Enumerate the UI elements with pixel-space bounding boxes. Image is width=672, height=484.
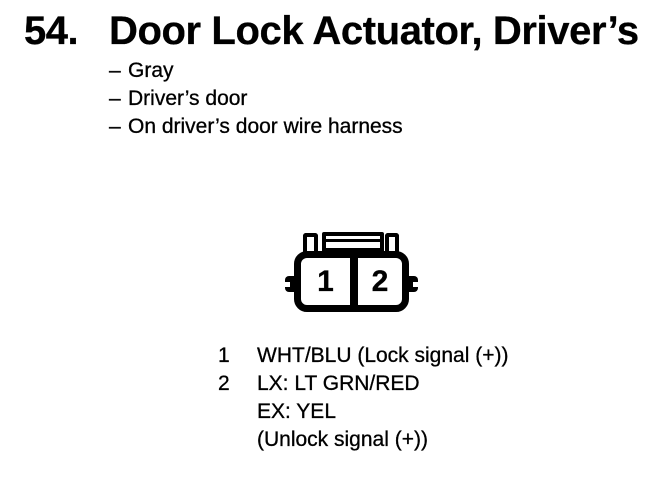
legend-row: 2 LX: LT GRN/RED — [218, 370, 508, 398]
legend-pin-number — [218, 426, 257, 454]
legend-wire-label: LX: LT GRN/RED — [257, 372, 420, 395]
legend-wire-label: (Unlock signal (+)) — [257, 428, 428, 451]
connector-side-lug-left — [285, 276, 295, 292]
connector-tab-left — [303, 233, 318, 253]
legend-row: EX: YEL — [218, 398, 508, 426]
legend-wire-label: WHT/BLU (Lock signal (+)) — [257, 344, 509, 367]
item-number: 54. — [24, 9, 79, 53]
note-item: – On driver’s door wire harness — [109, 113, 403, 141]
connector-side-lug-right-notch — [413, 282, 418, 287]
page-title: Door Lock Actuator, Driver’s — [109, 9, 639, 53]
note-item: – Driver’s door — [109, 85, 403, 113]
legend-row: (Unlock signal (+)) — [218, 426, 508, 454]
pin-number-2: 2 — [371, 264, 389, 298]
pin-legend: 1 WHT/BLU (Lock signal (+)) 2 LX: LT GRN… — [218, 342, 509, 454]
note-text: Gray — [128, 59, 174, 82]
note-item: – Gray — [109, 57, 403, 85]
note-text: Driver’s door — [128, 87, 248, 110]
note-dash: – — [109, 59, 121, 82]
legend-row: 1 WHT/BLU (Lock signal (+)) — [218, 342, 509, 370]
pin-number-1: 1 — [317, 264, 334, 298]
legend-pin-number: 1 — [218, 344, 230, 367]
notes-list: – Gray – Driver’s door – On driver’s doo… — [109, 57, 403, 141]
note-dash: – — [109, 87, 121, 110]
legend-pin-number: 2 — [218, 372, 230, 395]
note-dash: – — [109, 115, 121, 138]
connector-side-lug-left-notch — [285, 282, 290, 287]
connector-tab-right — [385, 233, 399, 253]
note-text: On driver’s door wire harness — [128, 115, 403, 138]
legend-pin-number — [218, 398, 257, 426]
legend-wire-label: EX: YEL — [257, 400, 336, 423]
connector-cavity-divider — [350, 248, 358, 312]
